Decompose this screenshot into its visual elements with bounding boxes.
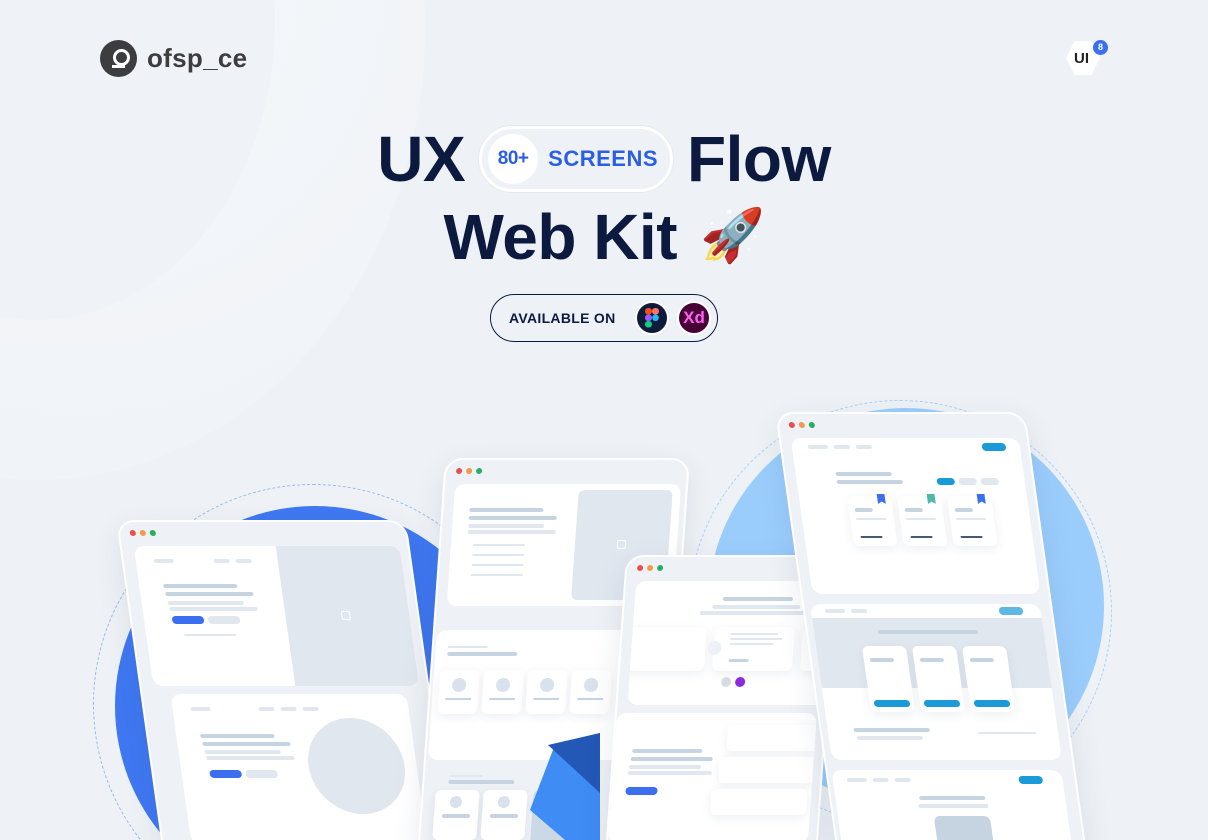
- screens-label: SCREENS: [548, 146, 658, 171]
- adobe-xd-icon[interactable]: Xd: [677, 301, 711, 335]
- ui8-logo[interactable]: UI 8: [1066, 40, 1108, 76]
- window-controls: [129, 530, 157, 536]
- image-placeholder-icon: [616, 540, 627, 549]
- window-controls: [455, 468, 483, 474]
- title-flow: Flow: [687, 123, 831, 195]
- screens-count: 80+: [488, 134, 539, 184]
- image-placeholder-icon: [340, 611, 352, 620]
- hero-panel: [133, 546, 420, 686]
- figma-icon[interactable]: [635, 301, 669, 335]
- ui8-badge: 8: [1093, 40, 1108, 55]
- ofspace-logo-icon: [100, 40, 137, 77]
- pricing-panel-3: [831, 770, 1076, 840]
- available-on-label: AVAILABLE ON: [509, 310, 616, 326]
- carousel-prev[interactable]: [720, 677, 732, 687]
- available-on-badge[interactable]: AVAILABLE ON Xd: [490, 294, 718, 342]
- ui8-logo-text: UI: [1074, 50, 1089, 67]
- hero-panel-2: [170, 694, 428, 840]
- window-controls: [636, 565, 664, 571]
- brand-logo[interactable]: ofsp_ce: [100, 40, 247, 77]
- rocket-icon: 🚀: [700, 207, 765, 265]
- title-ux: UX: [377, 123, 466, 195]
- pricing-panel-2: [809, 604, 1062, 760]
- mockup-hero-split: [116, 520, 454, 840]
- title-web-kit: Web Kit: [443, 201, 677, 273]
- steps-panel: [607, 713, 817, 840]
- brand-name: ofsp_ce: [147, 43, 248, 73]
- carousel-next[interactable]: [734, 677, 746, 687]
- window-controls: [788, 422, 816, 428]
- hero-title-line-2: Web Kit 🚀: [0, 200, 1208, 274]
- pricing-panel-1: [790, 438, 1041, 594]
- screens-count-pill: 80+ SCREENS: [479, 126, 673, 192]
- hero-title-line-1: UX 80+ SCREENS Flow: [0, 122, 1208, 196]
